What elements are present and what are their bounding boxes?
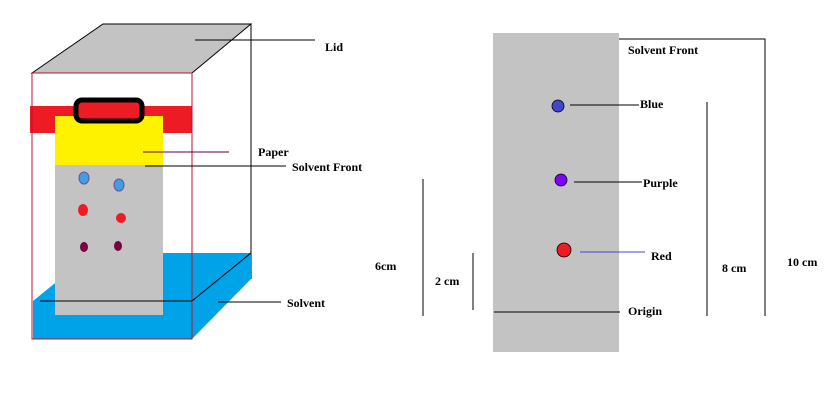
lid <box>30 23 253 74</box>
spot-maroon-2 <box>114 241 122 251</box>
purple-label: Purple <box>643 176 678 190</box>
solvent-side <box>192 253 251 339</box>
solvent-front-label: Solvent Front <box>292 160 362 174</box>
origin-label: Origin <box>628 304 662 318</box>
solvent-label: Solvent <box>287 296 325 310</box>
spot-red-2 <box>116 213 126 223</box>
chromatogram: Solvent Front Blue Purple Red Origin 6cm… <box>375 33 817 352</box>
purple-distance-label: 6cm <box>375 259 396 273</box>
chromatography-tank: Lid Paper Solvent Front Solvent <box>30 23 362 340</box>
paper-clip <box>73 97 145 124</box>
red-distance-label: 2 cm <box>435 274 459 288</box>
spot-blue <box>551 99 565 113</box>
solvent-front-label-right: Solvent Front <box>628 43 698 57</box>
spot-blue-2 <box>113 178 125 192</box>
spot-red <box>556 242 572 258</box>
blue-distance-label: 8 cm <box>722 261 746 275</box>
paper-label: Paper <box>258 145 289 159</box>
paper-strip <box>493 33 619 352</box>
red-label: Red <box>651 249 672 263</box>
tank-front <box>31 72 193 340</box>
spot-maroon-1 <box>80 242 88 252</box>
solvent-front-distance-label: 10 cm <box>787 255 817 269</box>
lid-label: Lid <box>325 40 343 54</box>
blue-label: Blue <box>640 97 664 111</box>
spot-red-1 <box>78 204 88 216</box>
spot-blue-1 <box>78 171 90 185</box>
solvent-front-bracket <box>619 38 766 316</box>
spot-purple <box>554 173 568 187</box>
paper-dry <box>55 116 163 165</box>
paper-wet <box>55 165 163 315</box>
solvent-edge <box>191 252 252 302</box>
